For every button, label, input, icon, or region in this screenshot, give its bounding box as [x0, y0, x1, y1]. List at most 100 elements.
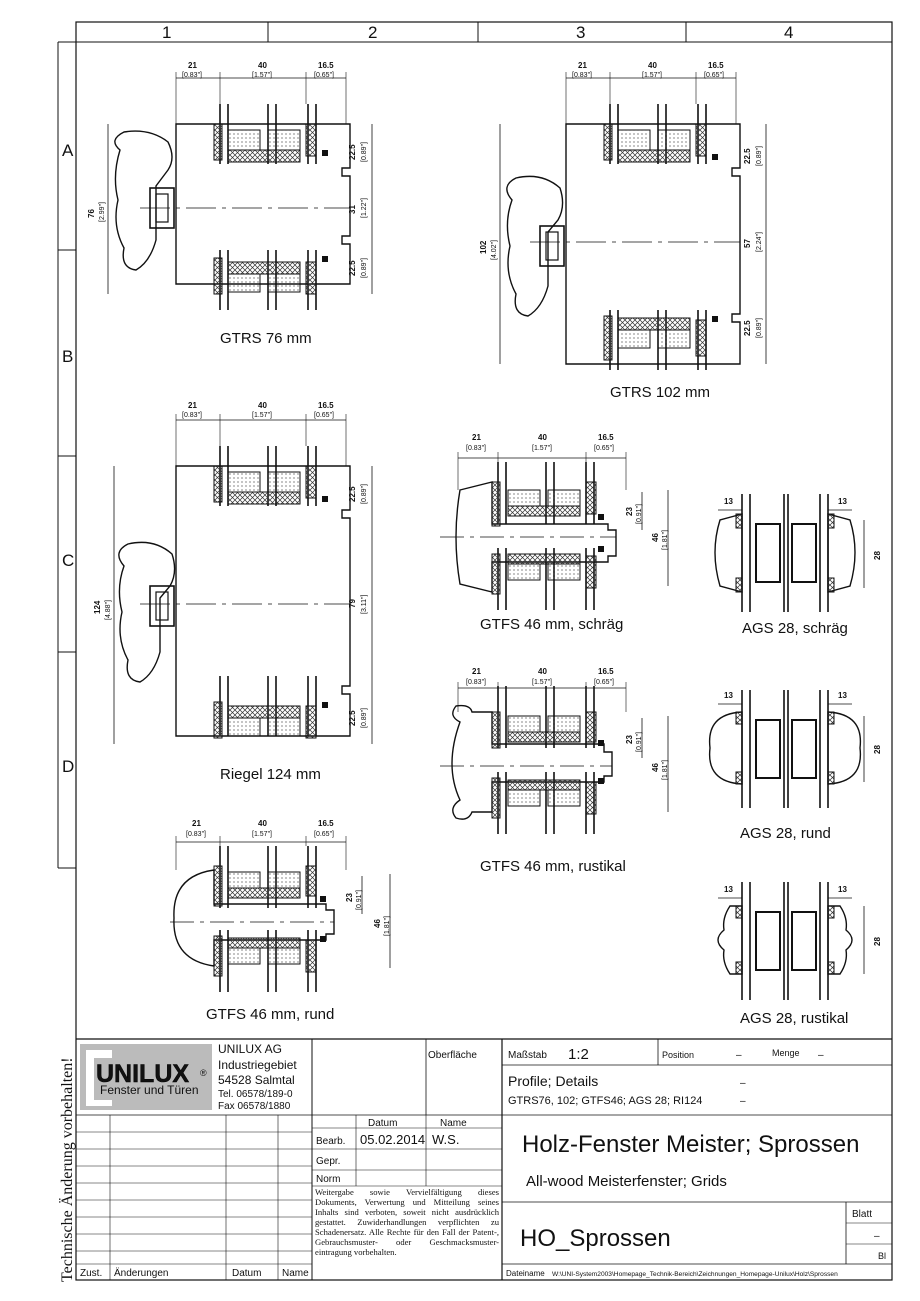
legal-notice: Weitergabe sowie Vervielfältigung dieses…	[315, 1187, 499, 1257]
svg-text:Bearb.: Bearb.	[316, 1136, 345, 1147]
caption-ags-rustikal: AGS 28, rustikal	[740, 1010, 848, 1027]
drawing-gtrs-102: 21 [0.83"] 40 [1.57"] 16.5 [0.65"] 102 […	[479, 61, 767, 401]
svg-text:[0.65"]: [0.65"]	[314, 831, 334, 838]
svg-text:16.5: 16.5	[318, 819, 334, 828]
drawing-title: Holz-Fenster Meister; Sprossen	[522, 1131, 859, 1158]
svg-text:21: 21	[578, 61, 587, 70]
caption-riegel-124: Riegel 124 mm	[220, 766, 321, 783]
svg-text:23: 23	[625, 507, 634, 516]
svg-text:Menge: Menge	[772, 1048, 800, 1058]
svg-text:[0.91"]: [0.91"]	[356, 890, 363, 910]
caption-gtfs-rustikal: GTFS 46 mm, rustikal	[480, 858, 626, 875]
company-name: UNILUX AG	[218, 1042, 282, 1056]
svg-text:46: 46	[651, 533, 660, 542]
svg-text:[1.57"]: [1.57"]	[252, 831, 272, 838]
scale-value: 1:2	[568, 1046, 589, 1063]
caption-ags-rund: AGS 28, rund	[740, 825, 831, 842]
svg-text:[1.57"]: [1.57"]	[532, 445, 552, 452]
svg-text:46: 46	[373, 919, 382, 928]
svg-text:40: 40	[258, 61, 267, 70]
svg-text:Position: Position	[662, 1050, 694, 1060]
sheet-border	[75, 21, 893, 1281]
svg-text:124: 124	[93, 600, 102, 614]
svg-text:[0.89"]: [0.89"]	[756, 146, 763, 166]
svg-text:[0.89"]: [0.89"]	[361, 142, 368, 162]
caption-ags-schraeg: AGS 28, schräg	[742, 620, 848, 637]
svg-text:46: 46	[651, 763, 660, 772]
svg-text:–: –	[874, 1231, 880, 1242]
drawing-riegel-124: 21 [0.83"] 40 [1.57"] 16.5 [0.65"] 124 […	[93, 401, 373, 783]
svg-text:Name: Name	[282, 1268, 309, 1279]
svg-text:Datum: Datum	[232, 1268, 261, 1279]
svg-text:[1.57"]: [1.57"]	[642, 72, 662, 79]
svg-text:28: 28	[873, 937, 882, 946]
svg-text:Bl: Bl	[878, 1251, 886, 1261]
drawing-ags-schraeg: 13 13 28 AGS 28, schräg	[714, 494, 882, 637]
svg-text:[0.65"]: [0.65"]	[594, 679, 614, 686]
svg-text:[0.83"]: [0.83"]	[466, 445, 486, 452]
svg-text:Fax 06578/1880: Fax 06578/1880	[218, 1101, 291, 1112]
svg-text:Datum: Datum	[368, 1118, 397, 1129]
disclaimer-vertical: Technische Änderung vorbehalten!	[58, 1057, 76, 1282]
svg-text:[0.83"]: [0.83"]	[186, 831, 206, 838]
svg-text:22.5: 22.5	[348, 144, 357, 160]
svg-text:16.5: 16.5	[598, 433, 614, 442]
caption-gtrs-102: GTRS 102 mm	[610, 384, 710, 401]
svg-text:[1.57"]: [1.57"]	[252, 72, 272, 79]
svg-text:Oberfläche: Oberfläche	[428, 1050, 477, 1061]
svg-text:[0.89"]: [0.89"]	[361, 484, 368, 504]
svg-text:76: 76	[87, 209, 96, 218]
svg-text:[2.24"]: [2.24"]	[756, 232, 763, 252]
svg-text:16.5: 16.5	[598, 667, 614, 676]
drawing-description: Profile; Details	[508, 1073, 598, 1089]
grid-row-a: A	[62, 141, 74, 160]
svg-text:40: 40	[258, 401, 267, 410]
svg-text:[0.89"]: [0.89"]	[361, 708, 368, 728]
drawing-gtrs-76: 21 [0.83"] 40 [1.57"] 16.5 [0.65"] 76 [2…	[87, 61, 373, 347]
svg-text:22.5: 22.5	[348, 260, 357, 276]
svg-text:21: 21	[472, 667, 481, 676]
drawing-ags-rund: 13 13 28 AGS 28, rund	[708, 690, 882, 842]
svg-text:13: 13	[838, 885, 847, 894]
svg-text:57: 57	[743, 239, 752, 248]
svg-text:Zust.: Zust.	[80, 1268, 102, 1279]
unilux-logo: UNILUX	[96, 1060, 189, 1088]
svg-text:[4.88"]: [4.88"]	[105, 600, 112, 620]
svg-text:22.5: 22.5	[743, 148, 752, 164]
svg-text:23: 23	[345, 893, 354, 902]
grid-col-2: 2	[368, 23, 377, 42]
svg-text:21: 21	[192, 819, 201, 828]
svg-text:22.5: 22.5	[348, 710, 357, 726]
svg-text:[0.83"]: [0.83"]	[182, 412, 202, 419]
svg-text:28: 28	[873, 745, 882, 754]
svg-text:–: –	[740, 1078, 746, 1089]
svg-text:28: 28	[873, 551, 882, 560]
svg-text:Fenster und Türen: Fenster und Türen	[100, 1083, 199, 1097]
title-block	[76, 1038, 892, 1280]
grid-col-3: 3	[576, 23, 585, 42]
svg-text:®: ®	[200, 1068, 207, 1078]
svg-text:22.5: 22.5	[348, 486, 357, 502]
svg-text:[0.65"]: [0.65"]	[314, 412, 334, 419]
svg-text:16.5: 16.5	[318, 61, 334, 70]
drawing-gtfs-schraeg: 21 [0.83"] 40 [1.57"] 16.5 [0.65"] 23 [0…	[440, 433, 669, 633]
caption-gtrs-76: GTRS 76 mm	[220, 330, 312, 347]
grid-col-4: 4	[784, 23, 793, 42]
svg-text:23: 23	[625, 735, 634, 744]
svg-text:GTRS76, 102; GTFS46; AGS 28; R: GTRS76, 102; GTFS46; AGS 28; RI124	[508, 1095, 702, 1107]
grid-row-b: B	[62, 347, 73, 366]
svg-text:[0.83"]: [0.83"]	[182, 72, 202, 79]
svg-text:[1.57"]: [1.57"]	[532, 679, 552, 686]
svg-text:–: –	[740, 1096, 746, 1107]
svg-text:[0.89"]: [0.89"]	[756, 318, 763, 338]
drawing-ags-rustikal: 13 13 28 AGS 28, rustikal	[717, 882, 882, 1027]
grid-col-1: 1	[162, 23, 171, 42]
svg-text:Name: Name	[440, 1118, 467, 1129]
svg-text:40: 40	[258, 819, 267, 828]
drawing-subtitle: All-wood Meisterfenster; Grids	[526, 1173, 727, 1190]
drawing-number: HO_Sprossen	[520, 1225, 671, 1252]
svg-text:13: 13	[724, 885, 733, 894]
svg-text:13: 13	[838, 691, 847, 700]
svg-text:[0.65"]: [0.65"]	[594, 445, 614, 452]
